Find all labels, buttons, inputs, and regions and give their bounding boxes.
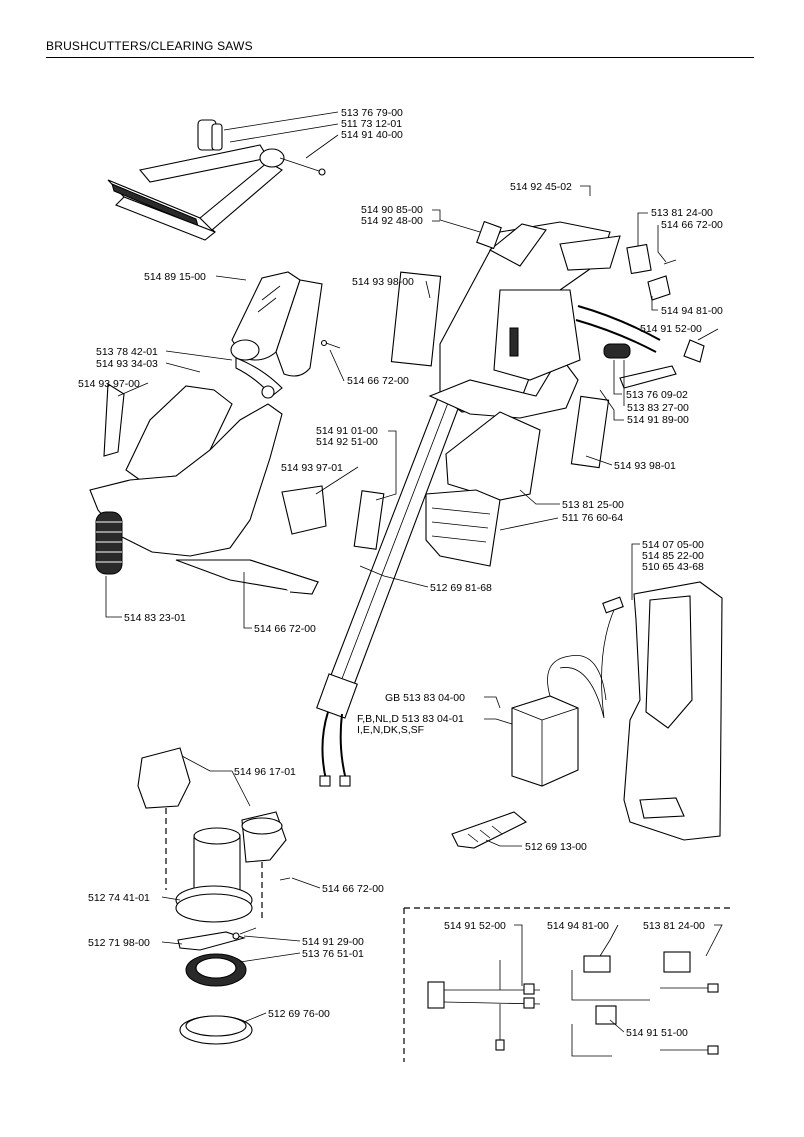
page-header: BRUSHCUTTERS/CLEARING SAWS <box>46 39 253 53</box>
cutting-blade-drawing <box>451 811 527 849</box>
handle-halves-drawing <box>230 271 341 377</box>
part-label: 514 93 98-01 <box>614 460 676 472</box>
leader-lines <box>105 111 723 1033</box>
part-label: 514 93 97-00 <box>78 378 140 390</box>
part-label: 514 91 52-00 <box>640 323 702 335</box>
part-label: 514 94 81-00 <box>661 305 723 317</box>
part-label: 513 76 51-01 <box>302 948 364 960</box>
part-label: 513 76 09-02 <box>626 389 688 401</box>
part-label: 513 83 27-00 <box>627 402 689 414</box>
motor-housing-drawing <box>428 220 705 419</box>
part-label: 512 69 81-68 <box>430 582 492 594</box>
part-label: 514 91 01-00 <box>316 425 378 437</box>
part-label: 512 71 98-00 <box>88 937 150 949</box>
part-label: 514 66 72-00 <box>254 623 316 635</box>
part-label: 511 76 60-64 <box>562 512 623 524</box>
part-label: 513 81 25-00 <box>562 499 624 511</box>
part-label: 514 83 23-01 <box>124 612 186 624</box>
part-label: I,E,N,DK,S,SF <box>357 724 424 736</box>
part-label: 514 91 29-00 <box>302 936 364 948</box>
part-label: 514 92 45-02 <box>510 181 572 193</box>
part-label: 513 76 79-00 <box>341 107 403 119</box>
part-label: 514 93 97-01 <box>281 462 343 474</box>
part-label: 513 78 42-01 <box>96 346 158 358</box>
part-label: 514 89 15-00 <box>144 271 206 283</box>
part-label: 514 96 17-01 <box>234 766 296 778</box>
part-label: 514 91 51-00 <box>626 1027 688 1039</box>
wiring-inset-box <box>403 907 734 1062</box>
part-label: 512 69 13-00 <box>525 841 587 853</box>
wall-bracket-drawing <box>559 581 723 841</box>
part-label: 512 74 41-01 <box>88 892 150 904</box>
battery-block-drawing <box>390 271 610 567</box>
part-label: 514 66 72-00 <box>661 219 723 231</box>
part-label: 514 92 51-00 <box>316 436 378 448</box>
part-label: 514 93 34-03 <box>96 358 158 370</box>
part-label: 514 92 48-00 <box>361 215 423 227</box>
part-label: 514 85 22-00 <box>642 550 704 562</box>
header-rule <box>46 57 754 58</box>
part-label: 513 81 24-00 <box>643 920 705 932</box>
part-label: 511 73 12-01 <box>341 118 402 130</box>
part-label: GB 513 83 04-00 <box>385 692 465 704</box>
part-label: 510 65 43-68 <box>642 561 704 573</box>
part-label: 514 91 40-00 <box>341 129 403 141</box>
trimmer-head-drawing <box>137 747 291 1045</box>
loop-handle-drawing <box>107 119 326 241</box>
part-label: F,B,NL,D 513 83 04-01 <box>357 713 464 725</box>
part-label: 514 91 52-00 <box>444 920 506 932</box>
part-label: 514 94 81-00 <box>547 920 609 932</box>
part-label: 514 66 72-00 <box>347 375 409 387</box>
part-label: 514 93 98-00 <box>352 276 414 288</box>
part-label: 514 66 72-00 <box>322 883 384 895</box>
guard-assembly-drawing <box>89 357 385 595</box>
part-label: 514 07 05-00 <box>642 539 704 551</box>
part-label: 514 90 85-00 <box>361 204 423 216</box>
part-label: 514 91 89-00 <box>627 414 689 426</box>
part-label: 513 81 24-00 <box>651 207 713 219</box>
spring-drawing <box>95 511 123 575</box>
charger-drawing <box>511 654 607 787</box>
part-label: 512 69 76-00 <box>268 1008 330 1020</box>
